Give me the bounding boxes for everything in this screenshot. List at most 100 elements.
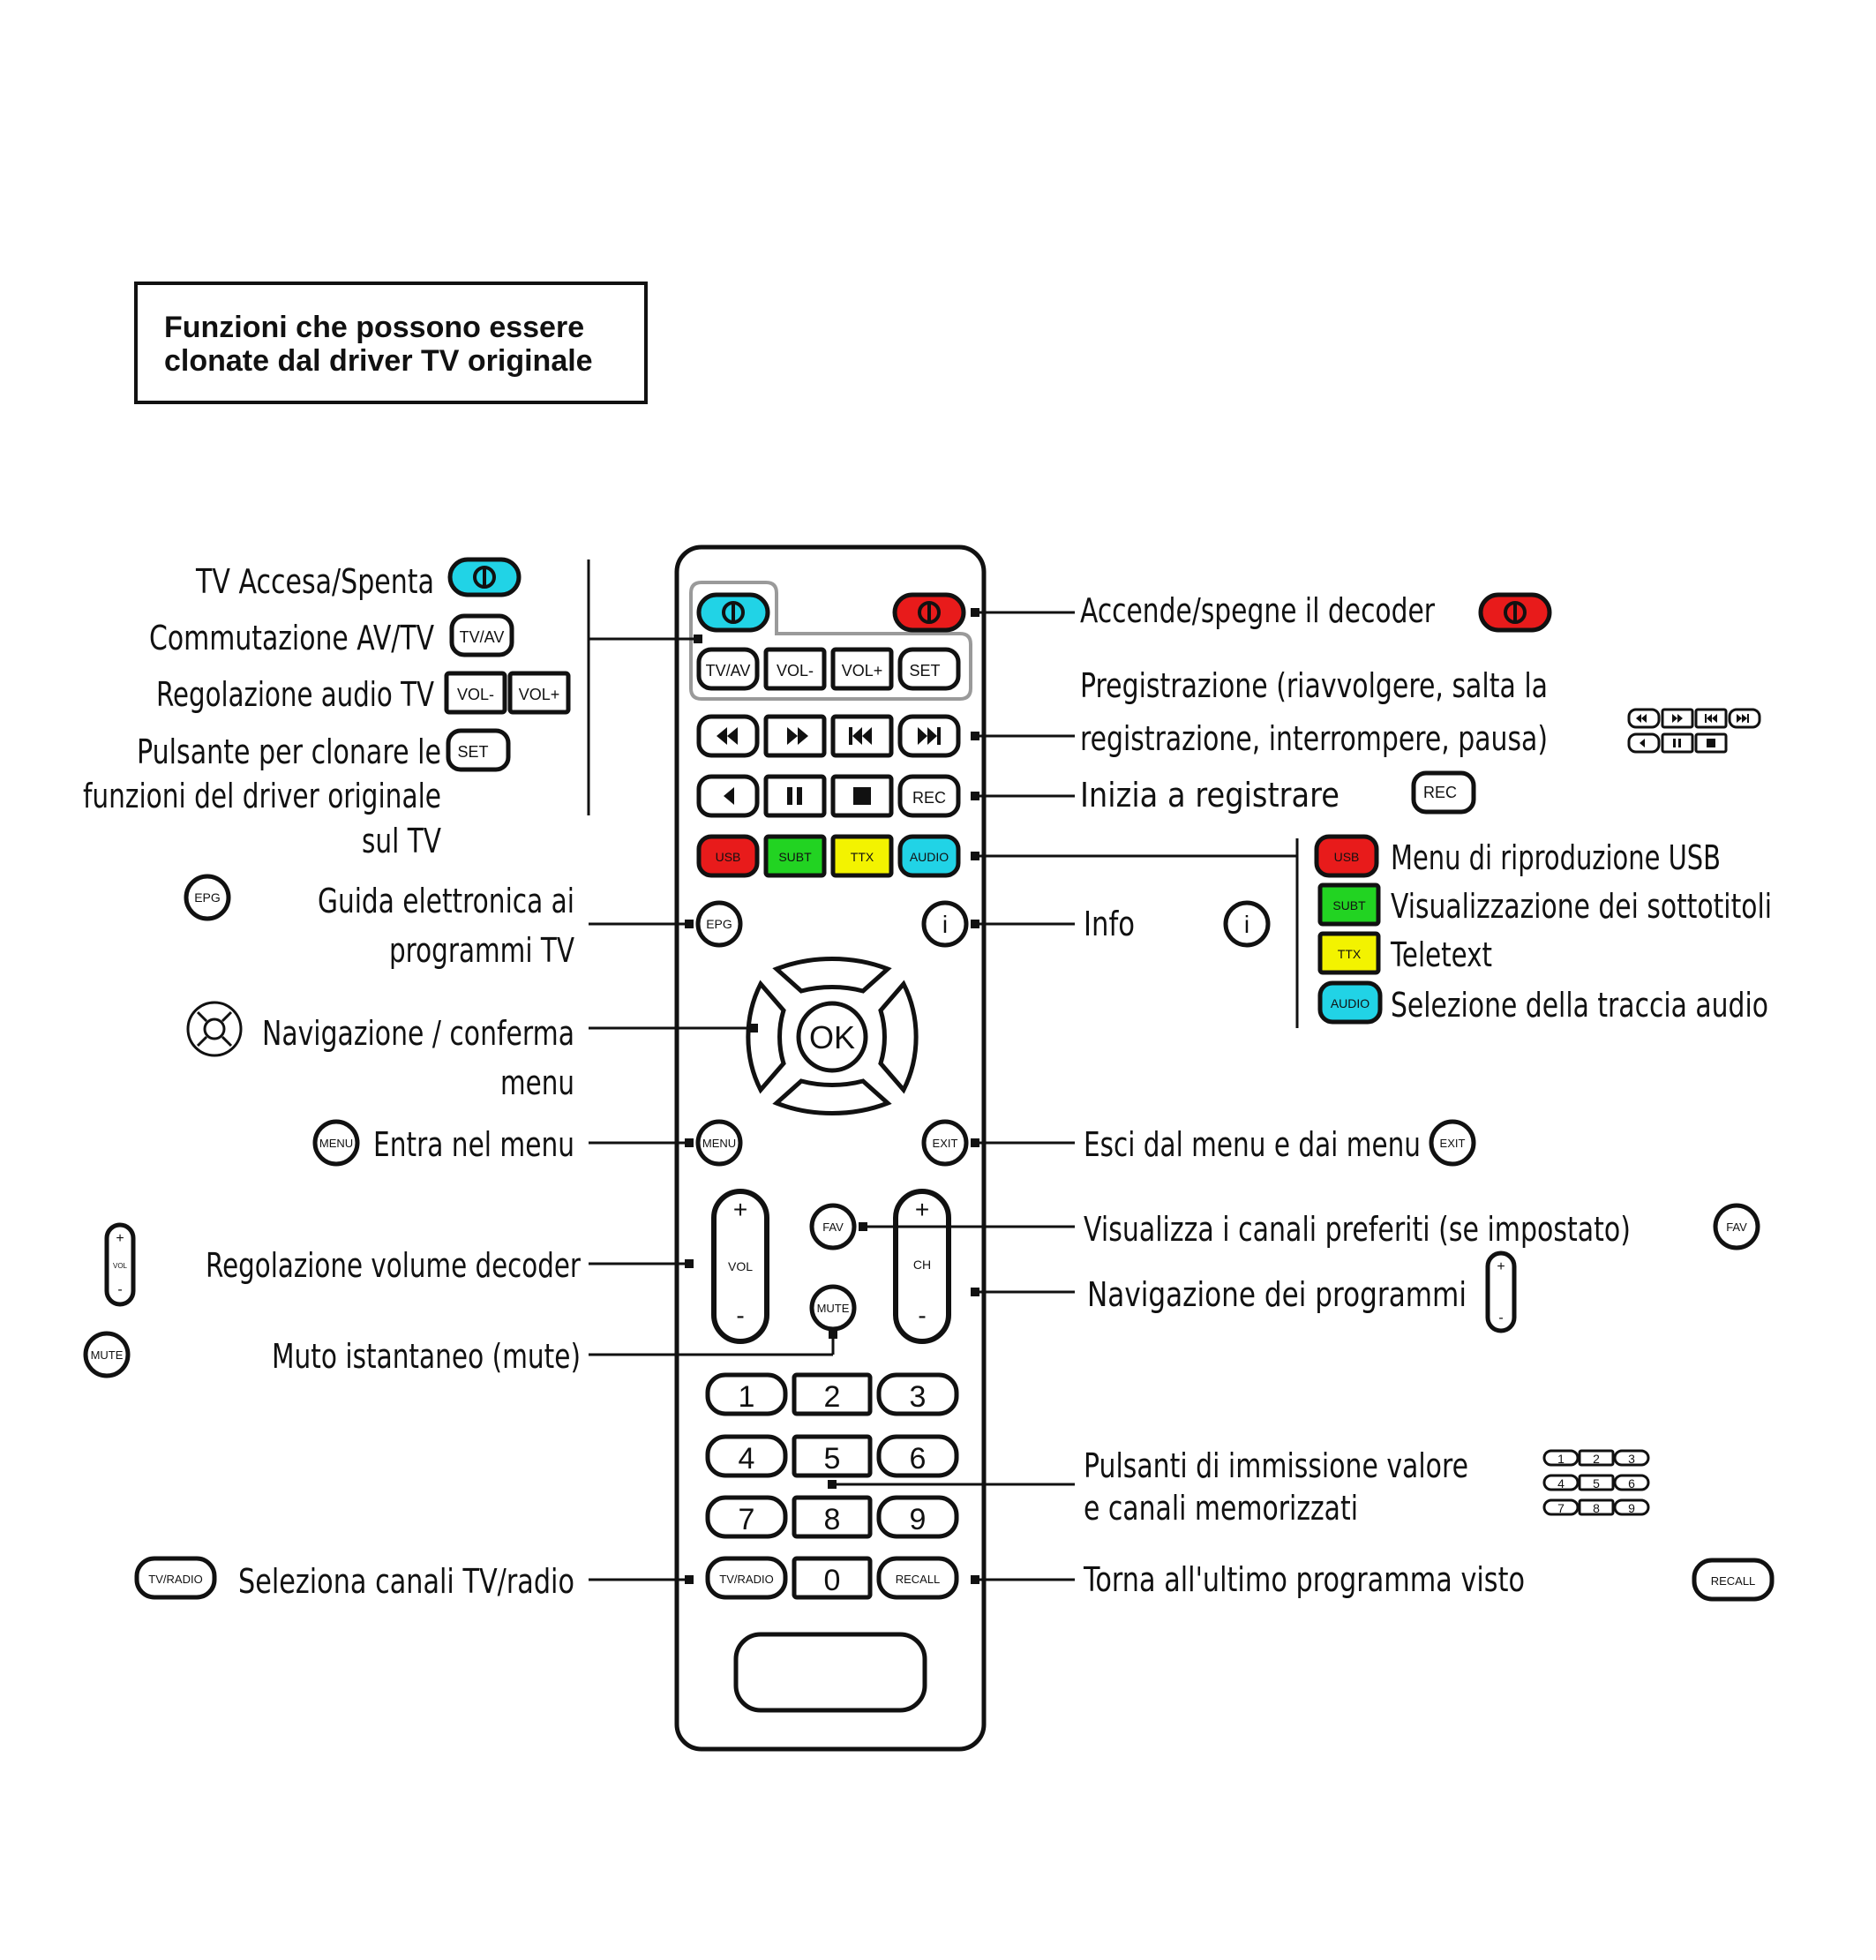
vol-plus-button[interactable]: VOL+ — [830, 647, 894, 691]
fav-button[interactable]: FAV — [809, 1203, 857, 1250]
power-icon — [1504, 601, 1527, 624]
mini-epg-button: EPG — [184, 874, 231, 921]
vol-minus-button[interactable]: VOL- — [763, 647, 827, 691]
digit-0-button[interactable]: 0 — [792, 1556, 873, 1600]
ttx-button[interactable]: TTX — [830, 834, 894, 878]
menu-label: MENU — [702, 1137, 736, 1150]
audio-button[interactable]: AUDIO — [897, 834, 961, 878]
digit-0-label: 0 — [824, 1564, 841, 1597]
epg-button[interactable]: EPG — [695, 900, 743, 948]
dpad-icon — [746, 956, 919, 1116]
digit-7-button[interactable]: 7 — [705, 1495, 788, 1539]
left-mini-icons: TV/AV VOL- VOL+ SET EPG MENU — [83, 557, 571, 1600]
power-icon — [918, 601, 941, 624]
mini-ttx-button: TTX — [1317, 931, 1381, 975]
digit-3-button[interactable]: 3 — [876, 1372, 959, 1416]
digit-6-label: 6 — [910, 1442, 927, 1476]
tv-power-button[interactable] — [696, 592, 770, 633]
label-exit: Esci dal menu e dai menu — [1084, 1125, 1421, 1164]
label-usb: Menu di riproduzione USB — [1391, 838, 1721, 877]
label-clone-3: sul TV — [362, 822, 441, 860]
digit-1-button[interactable]: 1 — [705, 1372, 788, 1416]
pause-button[interactable] — [763, 774, 827, 818]
mini-fav-button: FAV — [1713, 1203, 1760, 1250]
mini-digit-3: 3 — [1628, 1452, 1635, 1466]
channel-rocker[interactable]: + CH - — [893, 1189, 951, 1344]
mini-menu-button: MENU — [312, 1119, 360, 1167]
step-back-button[interactable] — [696, 774, 760, 818]
recall-label: RECALL — [896, 1573, 941, 1586]
dpad[interactable]: OK — [746, 956, 919, 1116]
skip-forward-button[interactable] — [897, 714, 961, 758]
digit-2-button[interactable]: 2 — [792, 1372, 873, 1416]
fast-forward-button[interactable] — [763, 714, 827, 758]
mini-set-label: SET — [457, 743, 488, 761]
digit-9-button[interactable]: 9 — [876, 1495, 959, 1539]
mute-label: MUTE — [817, 1302, 850, 1315]
ok-button[interactable]: OK — [796, 1001, 868, 1073]
title-box: Funzioni che possono essere clonate dal … — [134, 282, 648, 404]
volume-rocker[interactable]: + VOL - — [711, 1189, 769, 1344]
fast-forward-icon — [1672, 714, 1683, 723]
mini-usb-button: USB — [1314, 834, 1379, 878]
menu-button[interactable]: MENU — [695, 1119, 743, 1167]
digit-4-button[interactable]: 4 — [705, 1434, 788, 1478]
pause-icon — [1673, 739, 1681, 747]
rec-button[interactable]: REC — [897, 774, 961, 818]
dpad-up[interactable] — [772, 956, 892, 994]
mini-audio-button: AUDIO — [1317, 980, 1383, 1025]
tv-radio-label: TV/RADIO — [719, 1573, 773, 1586]
power-icon — [473, 566, 496, 589]
set-button[interactable]: SET — [897, 647, 961, 691]
pause-icon — [787, 787, 802, 805]
mini-tv-radio-label: TV/RADIO — [148, 1573, 202, 1586]
tv-av-button[interactable]: TV/AV — [696, 647, 760, 691]
digit-1-label: 1 — [739, 1380, 755, 1414]
mini-fav-label: FAV — [1726, 1220, 1747, 1234]
label-start-rec: Inizia a registrare — [1080, 776, 1339, 815]
fav-label: FAV — [822, 1220, 844, 1234]
dpad-down[interactable] — [772, 1078, 892, 1116]
exit-button[interactable]: EXIT — [921, 1119, 969, 1167]
title-line-2: clonate dal driver TV originale — [164, 344, 593, 378]
rewind-button[interactable] — [696, 714, 760, 758]
info-button[interactable]: i — [921, 900, 969, 948]
label-rec-1: Pregistrazione (riavvolgere, salta la — [1080, 666, 1548, 705]
label-menu: Entra nel menu — [373, 1125, 574, 1164]
subt-button[interactable]: SUBT — [763, 834, 827, 878]
mini-digit-4: 4 — [1557, 1476, 1565, 1491]
mini-tv-av-button: TV/AV — [449, 613, 514, 657]
mute-button[interactable]: MUTE — [809, 1284, 857, 1332]
tv-radio-button[interactable]: TV/RADIO — [705, 1556, 788, 1600]
mini-digit-5: 5 — [1593, 1476, 1600, 1491]
dpad-left[interactable] — [746, 980, 786, 1094]
label-volume: Regolazione volume decoder — [206, 1246, 581, 1285]
label-rec-2: registrazione, interrompere, pausa) — [1080, 719, 1548, 758]
label-decoder-power: Accende/spegne il decoder — [1080, 591, 1435, 630]
mini-vol-minus-sign: - — [117, 1282, 122, 1297]
mini-mute-button: MUTE — [83, 1331, 131, 1378]
label-epg-1: Guida elettronica ai — [318, 882, 574, 920]
dpad-right[interactable] — [878, 980, 919, 1094]
digit-8-button[interactable]: 8 — [792, 1495, 873, 1539]
stop-icon — [853, 787, 871, 805]
digit-6-button[interactable]: 6 — [876, 1434, 959, 1478]
usb-label: USB — [716, 850, 741, 864]
label-recall: Torna all'ultimo programma visto — [1083, 1560, 1525, 1599]
recall-button[interactable]: RECALL — [876, 1556, 959, 1600]
mini-exit-button: EXIT — [1429, 1119, 1476, 1167]
digit-8-label: 8 — [824, 1503, 841, 1536]
usb-button[interactable]: USB — [696, 834, 760, 878]
right-mini-icons: REC USB SUBT TTX AUDIO i EXIT FAV — [1223, 592, 1775, 1602]
digit-2-label: 2 — [824, 1380, 841, 1414]
mini-exit-label: EXIT — [1440, 1137, 1466, 1150]
mini-info-button: i — [1223, 900, 1271, 948]
digit-5-button[interactable]: 5 — [792, 1434, 873, 1478]
skip-back-button[interactable] — [830, 714, 894, 758]
vol-rocker-label: VOL — [728, 1259, 753, 1273]
mini-set-button: SET — [446, 728, 511, 772]
decoder-power-button[interactable] — [892, 592, 966, 633]
stop-button[interactable] — [830, 774, 894, 818]
